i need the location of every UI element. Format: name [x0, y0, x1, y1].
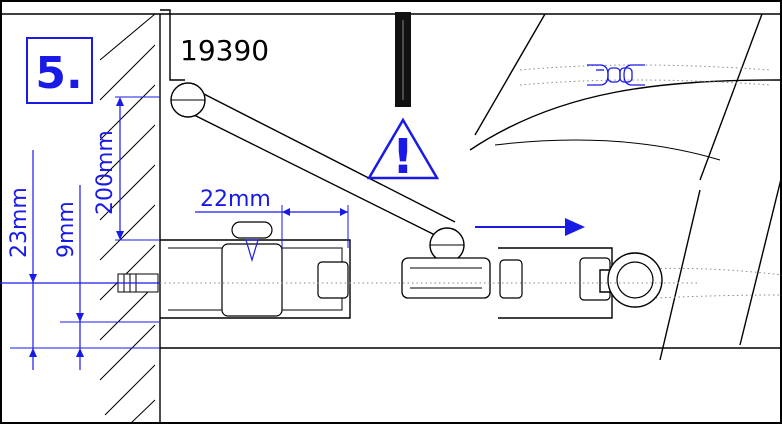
dimension-22mm-label: 22mm — [200, 187, 271, 212]
wall-channel-profile — [160, 239, 351, 319]
warning-icon: ! — [366, 117, 440, 185]
seal-connector-icon — [587, 64, 645, 86]
dimension-9mm-label: 9mm — [54, 201, 79, 258]
door-profile — [498, 247, 613, 319]
seal-strip-icon — [395, 12, 411, 107]
step-badge — [26, 37, 93, 104]
glass-panel-upper — [469, 13, 782, 181]
dimension-9mm: 9mm — [54, 185, 160, 370]
stabiliser-bar — [170, 82, 465, 263]
wall-hatching — [99, 13, 161, 424]
warning-mark: ! — [392, 129, 414, 185]
step-number: 5. — [35, 48, 82, 99]
bar-mount-block — [401, 257, 491, 299]
product-code: 19390 — [180, 34, 269, 67]
dimension-23mm: 23mm — [7, 150, 160, 370]
wall-bracket — [120, 9, 185, 98]
round-seal-icon — [599, 252, 663, 308]
dimension-23mm-label: 23mm — [7, 187, 32, 258]
slide-direction-arrow — [565, 218, 585, 236]
dimension-200mm: 200mm — [93, 96, 160, 241]
dimension-200mm-label: 200mm — [93, 130, 118, 215]
dimension-22mm: 22mm — [195, 187, 349, 248]
set-screw-icon — [231, 221, 273, 263]
